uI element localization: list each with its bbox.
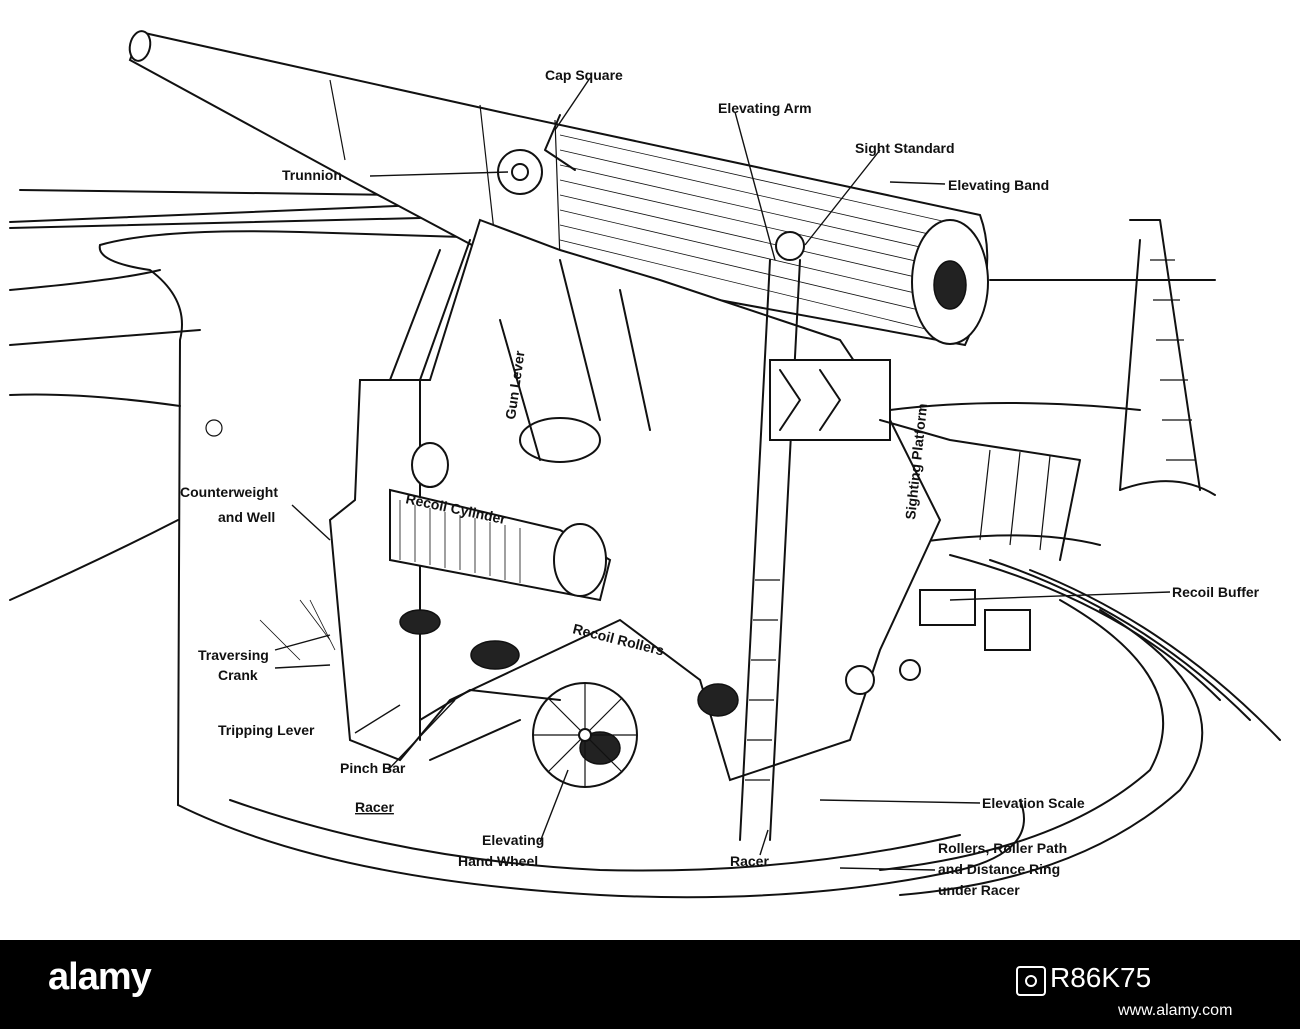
label-elevating-1: Elevating: [482, 832, 544, 848]
label-racer-bottom: Racer: [730, 853, 769, 869]
site-url: www.alamy.com: [1118, 1002, 1233, 1019]
label-counterweight-1: Counterweight: [180, 484, 278, 500]
label-rollers-2: and Distance Ring: [938, 861, 1060, 877]
image-id: R86K75: [1050, 962, 1152, 993]
label-rollers-3: under Racer: [938, 882, 1020, 898]
camera-icon: [1016, 966, 1046, 996]
leader-lines: [274, 77, 1171, 871]
label-racer-left: Racer: [355, 799, 394, 815]
label-pinch-bar: Pinch Bar: [340, 760, 406, 776]
gun-diagram: Cap Square Elevating Arm Sight Standard …: [9, 30, 1281, 899]
label-recoil-buffer: Recoil Buffer: [1172, 584, 1260, 600]
label-elevating-arm: Elevating Arm: [718, 100, 812, 116]
carriage: [259, 218, 1081, 841]
label-elevating-band: Elevating Band: [948, 177, 1049, 193]
label-trunnion: Trunnion: [282, 167, 342, 183]
watermark-footer: [0, 940, 1300, 1029]
label-traversing-2: Crank: [218, 667, 258, 683]
label-traversing-1: Traversing: [198, 647, 269, 663]
label-cap-square: Cap Square: [545, 67, 623, 83]
emplacement: [9, 189, 1281, 899]
label-counterweight-2: and Well: [218, 509, 275, 525]
label-elevation-scale: Elevation Scale: [982, 795, 1085, 811]
label-tripping-lever: Tripping Lever: [218, 722, 315, 738]
brand-logo: alamy: [48, 956, 152, 998]
label-rollers-1: Rollers, Roller Path: [938, 840, 1067, 856]
label-sight-standard: Sight Standard: [855, 140, 955, 156]
label-elevating-2: Hand Wheel: [458, 853, 538, 869]
